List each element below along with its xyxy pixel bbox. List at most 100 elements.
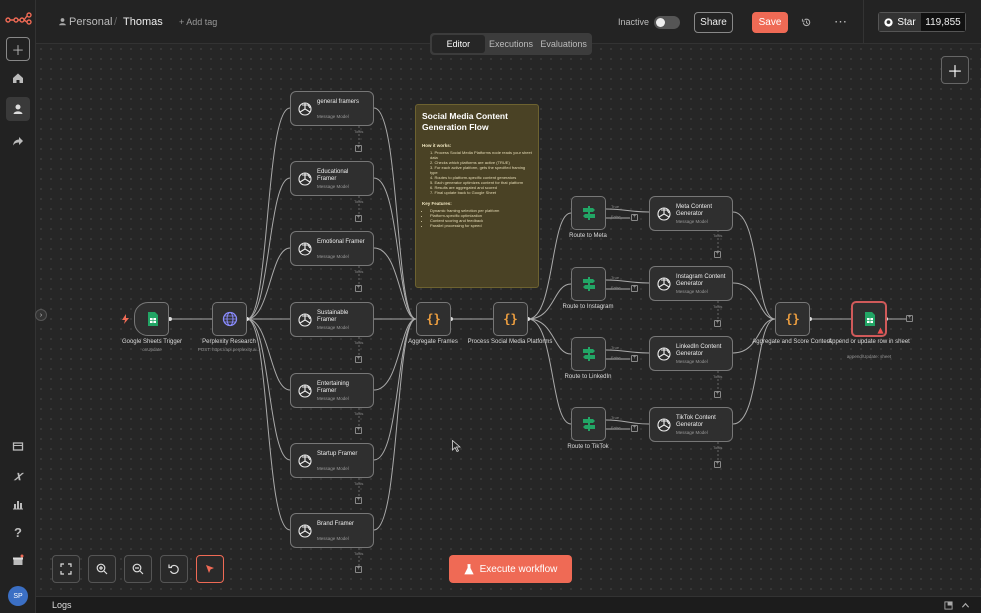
add-tool-button[interactable]: + (355, 285, 362, 292)
sidebar-collapse-toggle[interactable]: › (35, 309, 47, 321)
add-tool-button[interactable]: + (355, 215, 362, 222)
github-star-label: Star (897, 16, 916, 28)
add-tool-button[interactable]: + (355, 427, 362, 434)
sticky-how-item: 4. Routes to platform-specific content g… (430, 175, 517, 180)
breadcrumb-separator: / (114, 16, 118, 28)
add-tool-button[interactable]: + (355, 497, 362, 504)
linkedin-generator-node[interactable]: LinkedIn Content Generator Message Model (649, 336, 733, 371)
route-meta-node[interactable] (571, 196, 606, 230)
add-false-branch-button[interactable]: + (631, 425, 638, 432)
framer-title: Emotional Framer (317, 239, 365, 245)
zoom-in-button[interactable] (88, 555, 116, 583)
add-node-button[interactable]: ＋ (941, 56, 969, 84)
generator-title: LinkedIn Content Generator (676, 344, 722, 357)
add-false-branch-button[interactable]: + (631, 285, 638, 292)
shared-button[interactable] (6, 129, 30, 153)
false-branch-label: False (611, 214, 621, 219)
add-tool-button[interactable]: + (355, 145, 362, 152)
save-button[interactable]: Save (752, 12, 788, 33)
whats-new-button[interactable] (6, 548, 30, 572)
tiktok-generator-node[interactable]: TikTok Content Generator Message Model (649, 407, 733, 442)
code-braces-icon: {} (503, 312, 518, 326)
sticky-note[interactable]: Social Media Content Generation Flow How… (415, 104, 539, 288)
add-tool-button[interactable]: + (714, 251, 721, 258)
chevron-up-icon[interactable] (961, 601, 970, 610)
add-tag-button[interactable]: + Add tag (179, 17, 218, 27)
execute-workflow-button[interactable]: Execute workflow (449, 555, 572, 583)
workflow-name[interactable]: Thomas (123, 16, 163, 28)
perplexity-research-node[interactable] (212, 302, 247, 336)
add-next-node-button[interactable]: + (906, 315, 913, 322)
add-tool-button[interactable]: + (714, 461, 721, 468)
add-false-branch-button[interactable]: + (631, 214, 638, 221)
route-instagram-node[interactable] (571, 267, 606, 301)
active-toggle[interactable] (654, 16, 680, 29)
generator-title: Instagram Content Generator (676, 274, 726, 287)
framer-node-brand[interactable]: Brand Framer Message Model (290, 513, 374, 548)
framer-node-startup[interactable]: Startup Framer Message Model (290, 443, 374, 478)
tab-evaluations[interactable]: Evaluations (540, 39, 587, 49)
templates-button[interactable] (6, 434, 30, 458)
add-tool-button[interactable]: + (714, 320, 721, 327)
instagram-generator-node[interactable]: Instagram Content Generator Message Mode… (649, 266, 733, 301)
meta-generator-node[interactable]: Meta Content Generator Message Model (649, 196, 733, 231)
more-options-icon[interactable]: ⋯ (834, 14, 847, 29)
history-icon[interactable] (801, 17, 812, 28)
tab-editor[interactable]: Editor (432, 35, 485, 53)
google-sheets-trigger-node[interactable] (134, 302, 169, 336)
framer-title: Educational Framer (317, 169, 349, 182)
logs-panel-bar[interactable]: Logs (36, 596, 981, 613)
home-button[interactable] (6, 66, 30, 90)
perplexity-label: Perplexity Research (202, 339, 256, 345)
user-avatar[interactable]: SP (8, 586, 28, 606)
popout-icon[interactable] (944, 601, 953, 610)
openai-icon (298, 453, 312, 468)
route-meta-label: Route to Meta (569, 233, 607, 239)
zoom-out-button[interactable] (124, 555, 152, 583)
personal-button[interactable] (6, 97, 30, 121)
add-false-branch-button[interactable]: + (631, 355, 638, 362)
process-platforms-node[interactable]: {} (493, 302, 528, 336)
add-tool-button[interactable]: + (355, 356, 362, 363)
fit-view-button[interactable] (52, 555, 80, 583)
plus-icon: ＋ (946, 64, 963, 81)
route-tiktok-node[interactable] (571, 407, 606, 441)
framer-node-entertaining[interactable]: Entertaining Framer Message Model (290, 373, 374, 408)
n8n-logo[interactable] (5, 11, 33, 25)
reset-zoom-button[interactable] (160, 555, 188, 583)
add-resource-button[interactable]: ＋ (6, 37, 30, 61)
openai-icon (298, 241, 312, 256)
github-star-button[interactable]: Star 119,855 (878, 12, 966, 32)
aggregate-score-node[interactable]: {} (775, 302, 810, 336)
github-star-count: 119,855 (921, 13, 965, 31)
append-sheet-node[interactable] (851, 301, 887, 337)
framer-node-general[interactable]: general framers Message Model (290, 91, 374, 126)
toggle-cursor-mode-button[interactable] (196, 555, 224, 583)
insights-button[interactable] (6, 492, 30, 516)
variables-button[interactable]: 𝑥 (6, 464, 30, 488)
tools-label: Tools (354, 551, 364, 556)
true-branch-label: True (611, 415, 620, 420)
framer-node-emotional[interactable]: Emotional Framer Message Model (290, 231, 374, 266)
route-linkedin-label: Route to LinkedIn (564, 374, 612, 380)
framer-sub: Message Model (317, 114, 349, 119)
tab-executions[interactable]: Executions (488, 39, 534, 49)
share-button[interactable]: Share (694, 12, 733, 33)
route-linkedin-node[interactable] (571, 337, 606, 371)
mouse-cursor-icon (452, 440, 461, 452)
add-tool-button[interactable]: + (355, 566, 362, 573)
sticky-feature-item: Platform-specific optimization (430, 213, 532, 218)
true-branch-label: True (611, 345, 620, 350)
help-button[interactable]: ? (6, 520, 30, 544)
question-icon: ? (14, 524, 22, 540)
framer-title: Brand Framer (317, 521, 355, 527)
breadcrumb-workspace[interactable]: Personal (69, 16, 113, 28)
chevron-right-icon: › (39, 311, 43, 319)
framer-sub: Message Model (317, 536, 349, 541)
signpost-icon (583, 206, 595, 220)
add-tool-button[interactable]: + (714, 391, 721, 398)
aggregate-frames-node[interactable]: {} (416, 302, 451, 336)
framer-node-educational[interactable]: Educational Framer Message Model (290, 161, 374, 196)
framer-node-sustainable[interactable]: Sustainable Framer Message Model (290, 302, 374, 337)
zoom-in-icon (96, 563, 108, 575)
